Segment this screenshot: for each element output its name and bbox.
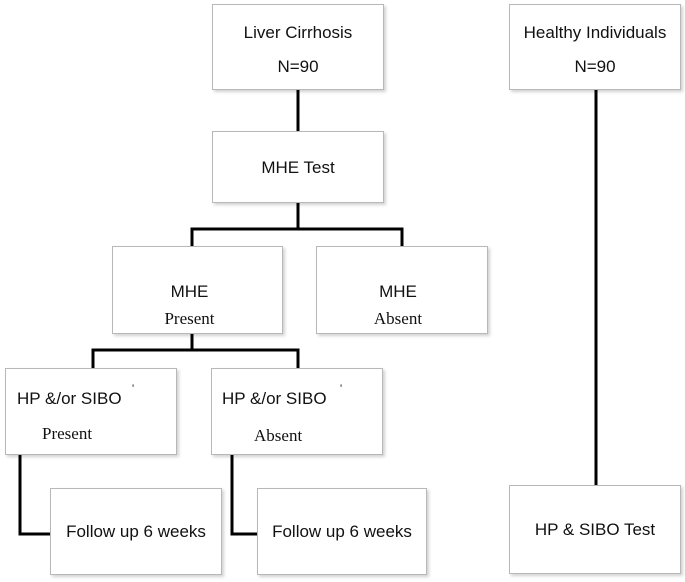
hp-sibo-absent-title: HP &/or SIBO [222, 389, 327, 408]
connector-hp-absent-to-followup [230, 453, 259, 536]
mhe-present-status: Present [164, 309, 215, 328]
mhe-absent-box: MHE Absent [316, 246, 488, 334]
mhe-test-label: MHE Test [261, 158, 335, 177]
hp-sibo-present-mark: ' [132, 383, 135, 395]
hp-sibo-absent-status: Absent [254, 426, 303, 445]
healthy-individuals-box: Healthy Individuals N=90 [509, 4, 681, 90]
follow-up-box-2: Follow up 6 weeks [257, 488, 427, 575]
hp-sibo-present-box: HP &/or SIBO ' Present [5, 368, 177, 455]
hp-sibo-absent-box: HP &/or SIBO ' Absent [211, 368, 383, 455]
liver-cirrhosis-count: N=90 [277, 57, 319, 76]
healthy-individuals-count: N=90 [574, 57, 616, 76]
mhe-present-title: MHE [170, 282, 209, 301]
mhe-absent-title: MHE [379, 282, 417, 301]
follow-up-label-2: Follow up 6 weeks [272, 522, 412, 541]
hp-sibo-absent-mark: ' [340, 383, 343, 395]
hp-sibo-test-label: HP & SIBO Test [534, 520, 656, 539]
follow-up-label-1: Follow up 6 weeks [66, 522, 206, 541]
mhe-absent-status: Absent [373, 309, 423, 328]
connector-hp-present-to-followup [18, 453, 52, 536]
liver-cirrhosis-box: Liver Cirrhosis N=90 [212, 4, 384, 90]
hp-sibo-test-box: HP & SIBO Test [509, 485, 681, 574]
mhe-test-box: MHE Test [212, 131, 384, 203]
hp-sibo-present-title: HP &/or SIBO [17, 389, 122, 408]
hp-sibo-present-status: Present [42, 424, 93, 443]
healthy-individuals-label: Healthy Individuals [523, 23, 667, 42]
follow-up-box-1: Follow up 6 weeks [50, 488, 222, 575]
liver-cirrhosis-label: Liver Cirrhosis [243, 23, 353, 42]
mhe-present-box: MHE Present [112, 246, 283, 334]
